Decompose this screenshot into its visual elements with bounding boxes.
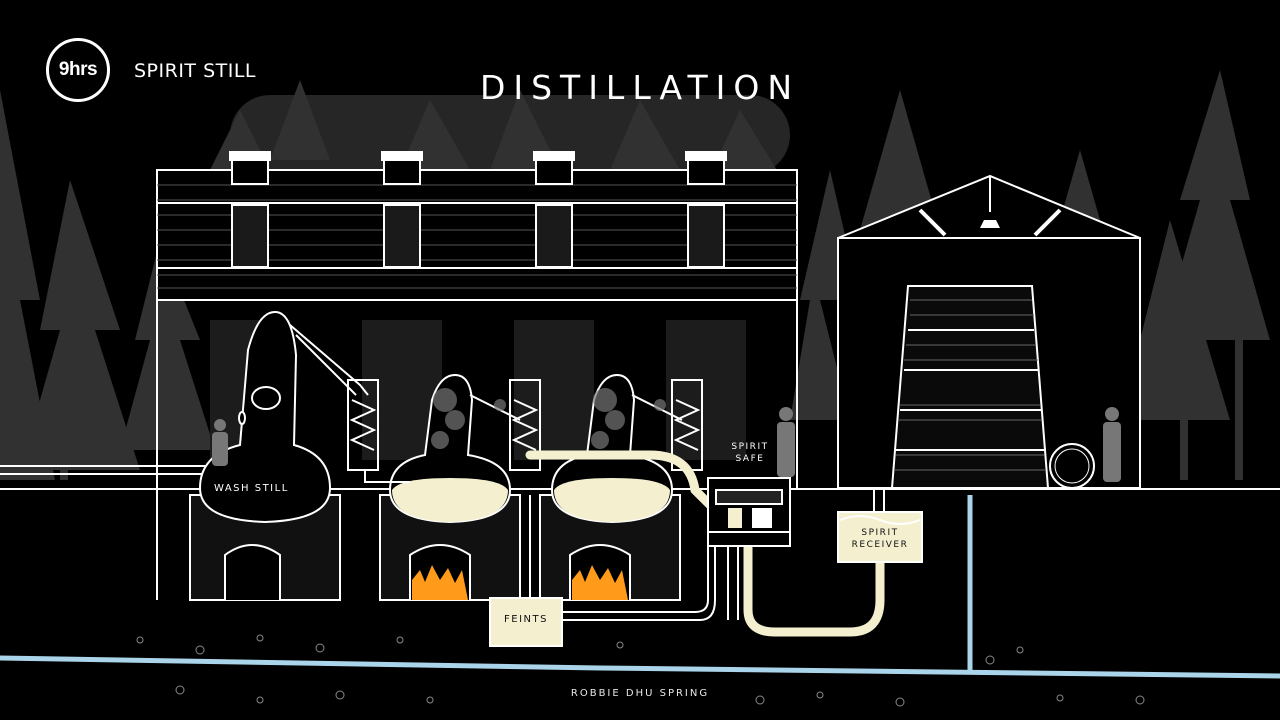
clock-icon: 9hrs: [46, 38, 110, 102]
wash-still: [198, 310, 369, 524]
spirit-safe-label-line1: SPIRIT: [731, 442, 769, 452]
cask-stack: [890, 285, 1050, 489]
still-house: [156, 151, 798, 600]
spirit-receiver-label: SPIRIT RECEIVER: [838, 527, 922, 551]
steam: [431, 388, 666, 449]
timer-label: 9hrs: [58, 59, 98, 80]
fire: [412, 565, 628, 600]
spirit-safe-label: SPIRIT SAFE: [722, 441, 778, 465]
page-title: DISTILLATION: [479, 68, 801, 107]
spirit-receiver-label-line2: RECEIVER: [851, 540, 909, 550]
spirit-stills: [388, 373, 683, 524]
barrel-badge-icon: [1049, 443, 1095, 489]
spirit-safe-label-line2: SAFE: [735, 454, 765, 464]
feints-receiver: [489, 597, 563, 647]
spirit-safe: [707, 477, 791, 547]
rocks: [136, 634, 1145, 707]
spirit-receiver: [837, 511, 923, 563]
person-silhouette-icon: [212, 407, 1121, 482]
stage-title: SPIRIT STILL: [134, 60, 257, 82]
spring-label: ROBBIE DHU SPRING: [570, 688, 710, 699]
wash-still-label: WASH STILL: [214, 483, 289, 494]
spirit-receiver-label-line1: SPIRIT: [861, 528, 899, 538]
feints-label: FEINTS: [504, 614, 548, 625]
inlet-pipe: [0, 465, 210, 475]
spirit-flow: [525, 450, 885, 637]
spring-water: [0, 495, 1280, 679]
